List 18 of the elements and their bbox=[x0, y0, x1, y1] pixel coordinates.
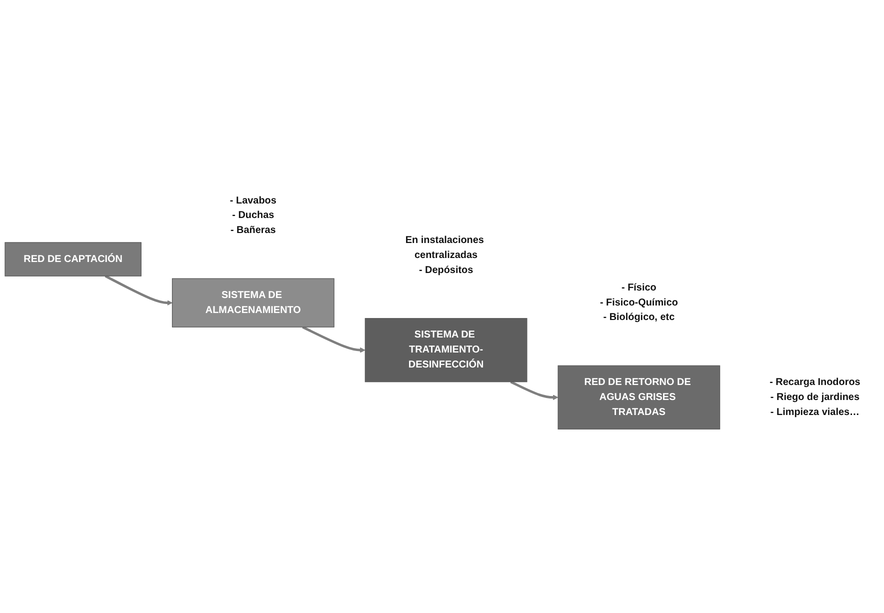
node-label: - Físico bbox=[622, 282, 656, 293]
node-label: En instalaciones centralizadas bbox=[405, 234, 484, 260]
node-box: RED DE CAPTACIÓN bbox=[4, 242, 142, 276]
node-label: - Riego de jardines bbox=[770, 392, 860, 402]
node-box: SISTEMA DE TRATAMIENTO-DESINFECCIÓN bbox=[364, 318, 528, 382]
node-box: SISTEMA DE ALMACENAMIENTO bbox=[172, 278, 334, 328]
node-label: - Fisico-Químico bbox=[600, 297, 678, 308]
node-label: - Limpieza viales… bbox=[770, 406, 860, 418]
node-label: - Recarga Inodoros bbox=[770, 376, 860, 388]
node-label: - Biológico, etc bbox=[603, 312, 675, 323]
node-label: - Duchas bbox=[232, 210, 274, 221]
node-label: - Bañeras bbox=[230, 224, 276, 236]
arrow bbox=[302, 326, 366, 353]
node-label: - Lavabos bbox=[230, 195, 276, 206]
arrow bbox=[510, 380, 558, 400]
arrow bbox=[104, 274, 173, 306]
node-box: RED DE RETORNO DE AGUAS GRISES TRATADAS bbox=[558, 365, 720, 430]
node-label: - Depósitos bbox=[418, 264, 474, 276]
